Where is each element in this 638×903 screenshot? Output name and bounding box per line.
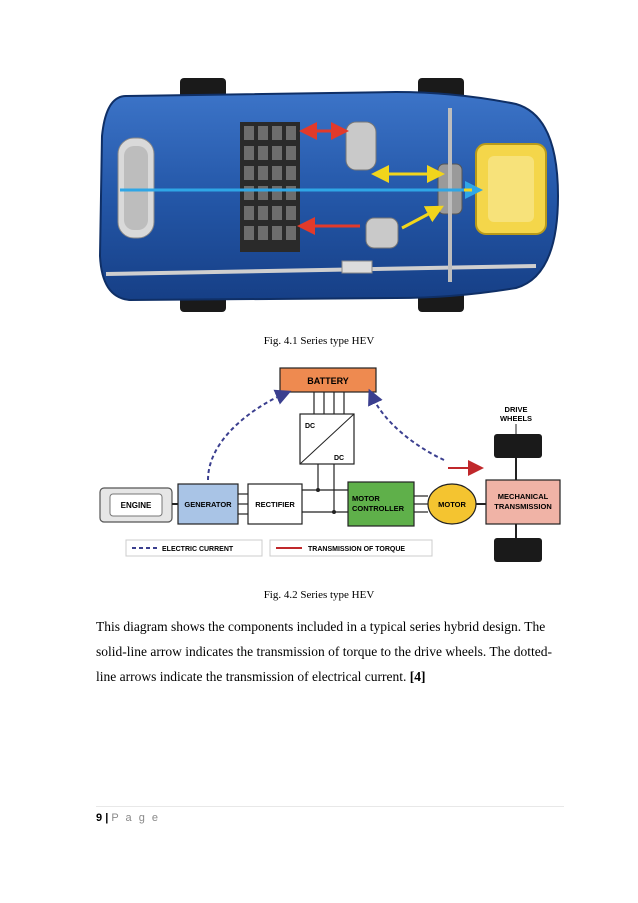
- footer-separator: |: [105, 812, 109, 824]
- mechanical-transmission-label-2: TRANSMISSION: [494, 502, 552, 511]
- battery-pack: [240, 122, 300, 252]
- motor-controller-label: MOTOR: [352, 494, 380, 503]
- series-hev-block-diagram: BATTERY DC DC DRIVE WHEELS ENGINE GENERA…: [99, 367, 561, 562]
- motor-label: MOTOR: [438, 500, 466, 509]
- generator-label: GENERATOR: [184, 500, 232, 509]
- legend: ELECTRIC CURRENT TRANSMISSION OF TORQUE: [125, 539, 433, 557]
- page-label: P a g e: [111, 812, 160, 824]
- citation-ref: [4]: [409, 669, 426, 684]
- paragraph-text: line arrows indicate the transmission of…: [96, 669, 410, 684]
- dc-top-label: DC: [305, 423, 315, 430]
- motor-controller-label-2: CONTROLLER: [352, 504, 405, 513]
- motor-controller-block: MOTOR CONTROLLER: [347, 481, 415, 527]
- generator-block: GENERATOR: [177, 483, 239, 525]
- engine-label: ENGINE: [121, 501, 152, 510]
- paragraph-line: solid-line arrow indicates the transmiss…: [96, 644, 553, 659]
- electric-current-arrow: [368, 388, 445, 461]
- footer-divider: [96, 806, 564, 807]
- mechanical-transmission-block: MECHANICAL TRANSMISSION: [485, 479, 561, 525]
- dc-bottom-label: DC: [334, 455, 344, 462]
- drive-wheels-label-2: WHEELS: [500, 414, 532, 423]
- car-body: [98, 90, 560, 302]
- mechanical-transmission-label: MECHANICAL: [498, 492, 549, 501]
- wheel: [494, 434, 542, 562]
- legend-transmission-of-torque: TRANSMISSION OF TORQUE: [308, 546, 405, 553]
- battery-block: BATTERY: [279, 367, 377, 393]
- body-paragraph: This diagram shows the components includ…: [96, 614, 564, 689]
- generator-unit: [345, 121, 377, 171]
- figure-caption: Fig. 4.1 Series type HEV: [263, 335, 375, 347]
- series-hev-car-illustration: [98, 78, 560, 312]
- motor-block: MOTOR: [427, 483, 477, 525]
- rectifier-label: RECTIFIER: [255, 500, 295, 509]
- legend-electric-current: ELECTRIC CURRENT: [162, 546, 234, 553]
- paragraph-line: This diagram shows the components includ…: [96, 619, 546, 634]
- page-number: 9: [96, 812, 103, 824]
- drive-wheels-label: DRIVE: [505, 405, 528, 414]
- figure-caption: Fig. 4.2 Series type HEV: [263, 589, 375, 601]
- electric-current-arrow: [207, 389, 292, 481]
- rectifier-block: RECTIFIER: [247, 483, 303, 525]
- battery-label: BATTERY: [307, 376, 349, 386]
- power-arrow: [401, 205, 444, 230]
- dc-dc-converter: DC DC: [299, 413, 355, 465]
- paragraph-line: line arrows indicate the transmission of…: [96, 664, 564, 689]
- page-footer: 9 | P a g e: [96, 812, 160, 824]
- motor-unit: [365, 217, 399, 249]
- engine-block: ENGINE: [99, 487, 173, 523]
